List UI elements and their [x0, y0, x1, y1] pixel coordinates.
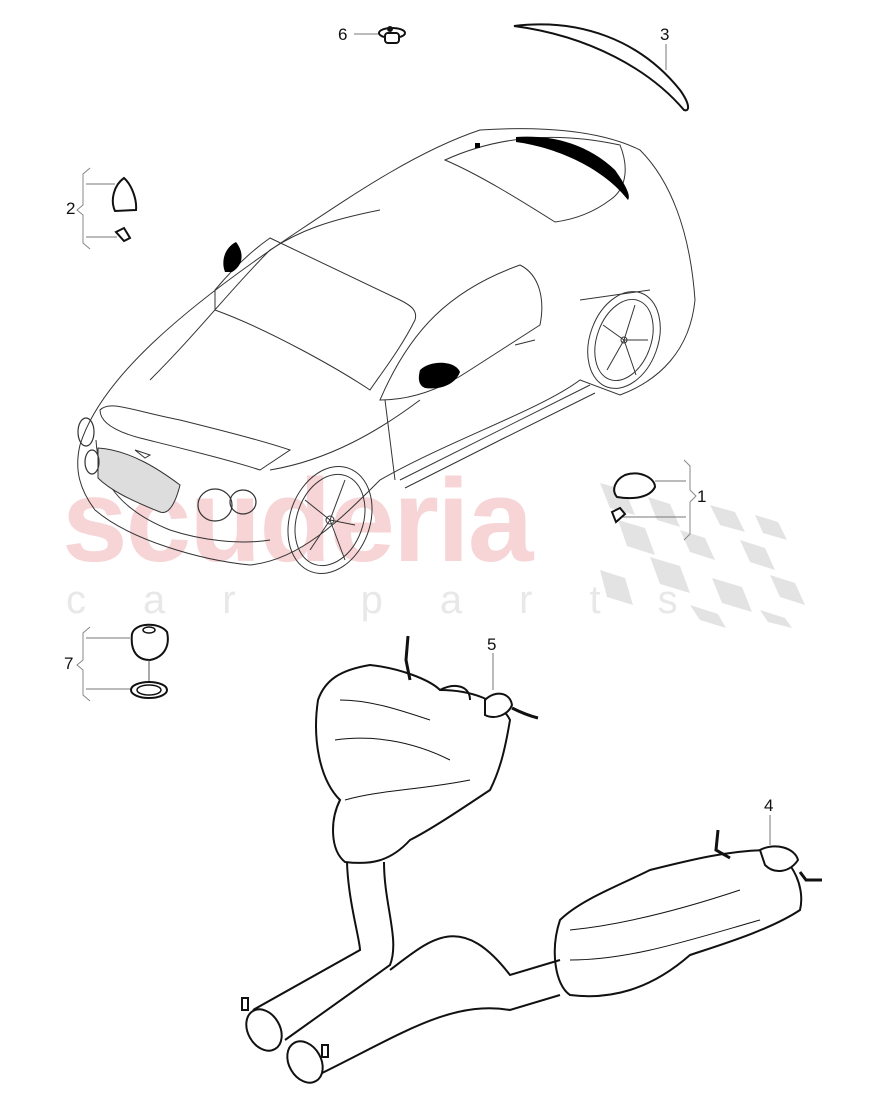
front-grille	[97, 447, 181, 514]
callout-3: 3	[660, 25, 670, 44]
front-wheel	[287, 466, 373, 574]
highlighted-parts-on-car	[223, 136, 629, 389]
part-5-silencer	[315, 635, 539, 864]
part-3-spoiler	[513, 23, 690, 112]
part-4-silencer	[553, 815, 822, 998]
rear-wheel	[587, 291, 661, 389]
part-2-mirror-caps	[76, 167, 138, 250]
part-1-mirror-caps	[610, 459, 697, 541]
part-6-clip	[354, 26, 406, 44]
callout-6: 6	[338, 25, 348, 44]
callout-1: 1	[697, 487, 707, 506]
headlights	[77, 417, 257, 522]
callout-7: 7	[64, 654, 74, 673]
callout-5: 5	[487, 635, 497, 654]
checkered-flag-watermark	[600, 483, 805, 628]
callout-2: 2	[66, 199, 76, 218]
part-7-cap-seal	[76, 623, 169, 702]
exhaust-pipes	[241, 861, 561, 1084]
callout-4: 4	[764, 796, 774, 815]
watermark-car-parts: car parts	[66, 578, 735, 622]
